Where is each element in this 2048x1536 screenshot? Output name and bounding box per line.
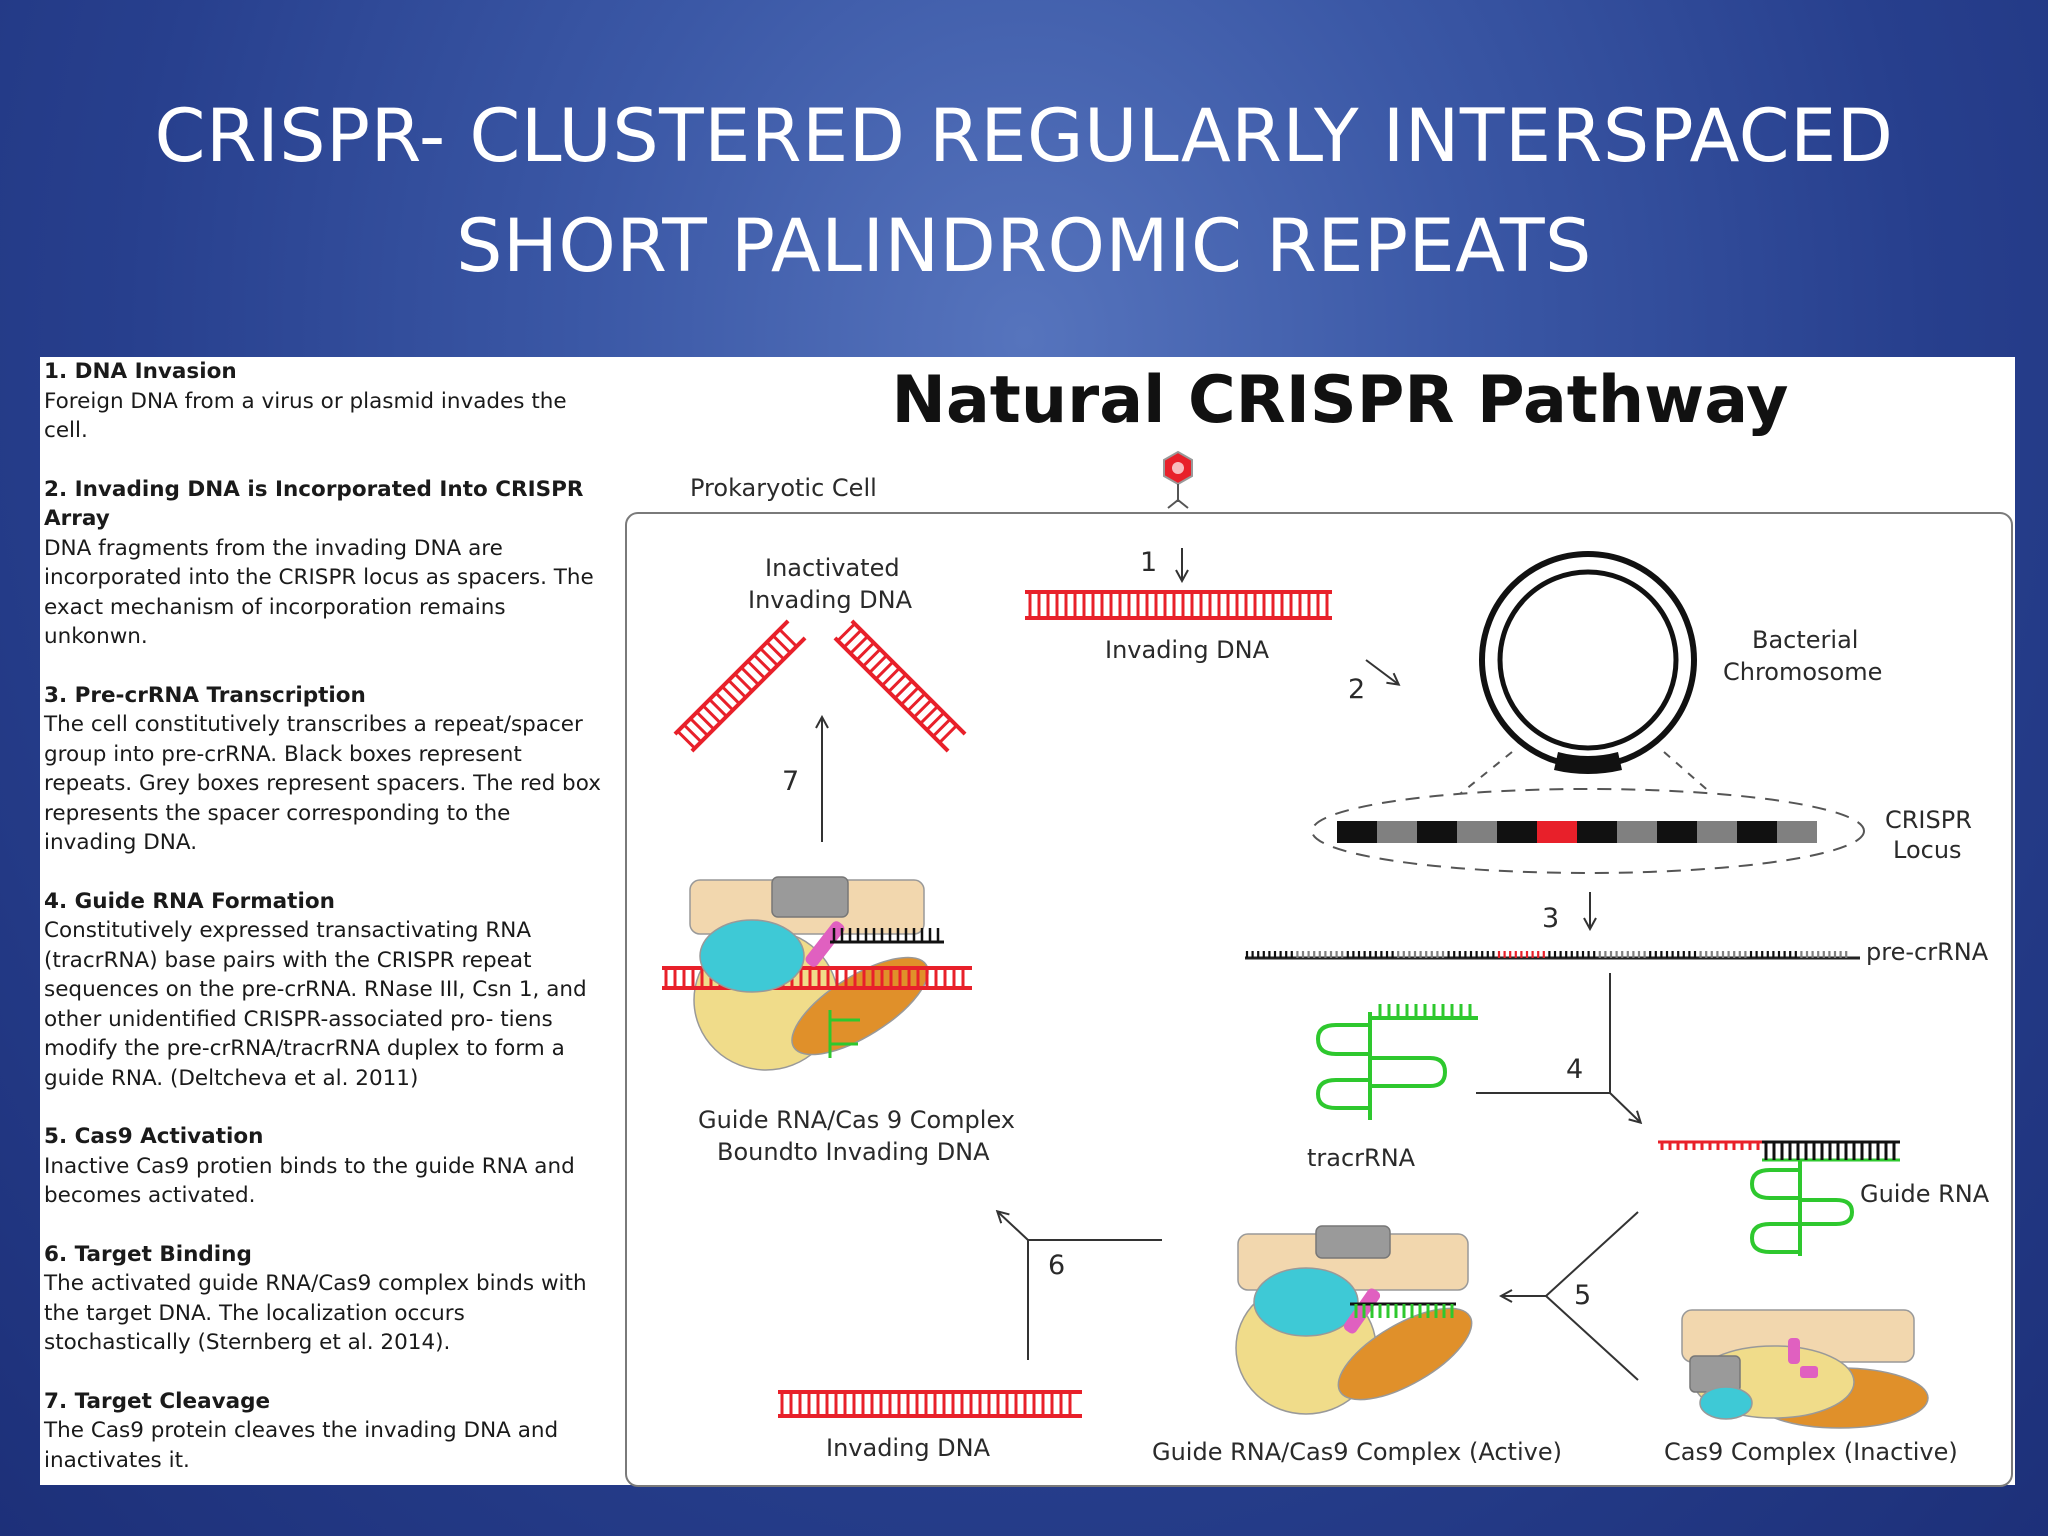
step-5-body: Inactive Cas9 protien binds to the guide… (44, 1153, 575, 1209)
step-7-heading: 7. Target Cleavage (44, 1388, 271, 1414)
step-number-2: 2 (1348, 674, 1365, 705)
cas9-active-label: Guide RNA/Cas9 Complex (Active) (1152, 1438, 1562, 1466)
invading-dna-bottom (778, 1390, 1082, 1418)
prokaryotic-cell-label: Prokaryotic Cell (690, 474, 877, 502)
cas9-bound-label-1: Guide RNA/Cas 9 Complex (698, 1106, 1015, 1134)
slide-title-line-2: SHORT PALINDROMIC REPEATS (456, 204, 1592, 289)
inactivated-dna-right (833, 619, 967, 753)
arrow-step-2 (1365, 659, 1398, 684)
step-number-4: 4 (1566, 1054, 1583, 1085)
guide-rna-label: Guide RNA (1860, 1180, 1990, 1208)
invading-dna-bottom-label: Invading DNA (826, 1434, 991, 1462)
step-number-7: 7 (782, 766, 799, 797)
step-7-body: The Cas9 protein cleaves the invading DN… (44, 1418, 559, 1473)
crispr-locus-label-2: Locus (1893, 836, 1962, 864)
step-number-5: 5 (1574, 1280, 1591, 1311)
slide-title-line-1: CRISPR- CLUSTERED REGULARLY INTERSPACED (154, 94, 1894, 179)
step-1-body: Foreign DNA from a virus or plasmid inva… (44, 388, 567, 444)
step-number-1: 1 (1140, 547, 1157, 578)
crispr-locus-label-1: CRISPR (1885, 806, 1972, 834)
pre-crrna-label: pre-crRNA (1866, 938, 1989, 966)
step-4-body: Constitutively expressed transactivating… (44, 918, 587, 1091)
step-2: 2. Invading DNA is Incorporated Into CRI… (44, 475, 604, 652)
crispr-locus-outline (1311, 788, 1865, 874)
step-7: 7. Target Cleavage The Cas9 protein clea… (44, 1387, 604, 1476)
phage-icon (1163, 450, 1193, 509)
crispr-locus-array (1337, 821, 1817, 843)
step-6: 6. Target Binding The activated guide RN… (44, 1240, 604, 1358)
step-1-heading: 1. DNA Invasion (44, 359, 237, 384)
step-list: 1. DNA Invasion Foreign DNA from a virus… (44, 357, 604, 1504)
arrow-step-6 (998, 1212, 1162, 1360)
cas9-complex-inactive (1681, 1309, 1929, 1429)
inactivated-dna-label-1: Inactivated (765, 554, 900, 582)
step-6-body: The activated guide RNA/Cas9 complex bin… (44, 1271, 587, 1355)
guide-rna-structure (1658, 1140, 1900, 1256)
invading-dna-top-label: Invading DNA (1105, 636, 1270, 664)
zoom-line-left (1459, 751, 1513, 795)
step-3: 3. Pre-crRNA Transcription The cell cons… (44, 681, 604, 858)
cas9-inactive-label: Cas9 Complex (Inactive) (1664, 1438, 1958, 1466)
step-5: 5. Cas9 Activation Inactive Cas9 protien… (44, 1122, 604, 1211)
step-6-heading: 6. Target Binding (44, 1241, 252, 1267)
step-3-body: The cell constitutively transcribes a re… (44, 712, 601, 855)
cas9-complex-active (1235, 1225, 1473, 1415)
slide-title: CRISPR- CLUSTERED REGULARLY INTERSPACED … (0, 82, 2048, 302)
step-5-heading: 5. Cas9 Activation (44, 1124, 264, 1149)
tracrrna-label: tracrRNA (1307, 1144, 1416, 1172)
step-4: 4. Guide RNA Formation Constitutively ex… (44, 887, 604, 1094)
step-number-6: 6 (1048, 1250, 1065, 1281)
step-3-heading: 3. Pre-crRNA Transcription (44, 682, 366, 708)
step-number-3: 3 (1542, 903, 1559, 934)
inactivated-dna-label-2: Invading DNA (748, 586, 913, 614)
inactivated-dna-left (673, 619, 807, 753)
step-1: 1. DNA Invasion Foreign DNA from a virus… (44, 357, 604, 446)
bacterial-chromosome-label-2: Chromosome (1723, 658, 1882, 686)
diagram-title: Natural CRISPR Pathway (892, 363, 1789, 438)
invading-dna-top (1025, 590, 1332, 620)
bacterial-chromosome (1479, 551, 1697, 774)
arrow-step-4 (1476, 973, 1640, 1122)
bacterial-chromosome-label-1: Bacterial (1752, 626, 1858, 654)
zoom-line-right (1663, 751, 1713, 795)
step-2-body: DNA fragments from the invading DNA are … (44, 535, 594, 650)
cas9-bound-label-2: Boundto Invading DNA (717, 1138, 990, 1166)
tracrrna-structure (1315, 1004, 1478, 1120)
pre-crrna-strand (1245, 951, 1860, 960)
cell-boundary (625, 512, 2013, 1487)
step-2-heading: 2. Invading DNA is Incorporated Into CRI… (44, 476, 584, 532)
step-4-heading: 4. Guide RNA Formation (44, 888, 335, 914)
arrow-step-5 (1502, 1211, 1639, 1381)
cas9-complex-bound (662, 876, 972, 1071)
